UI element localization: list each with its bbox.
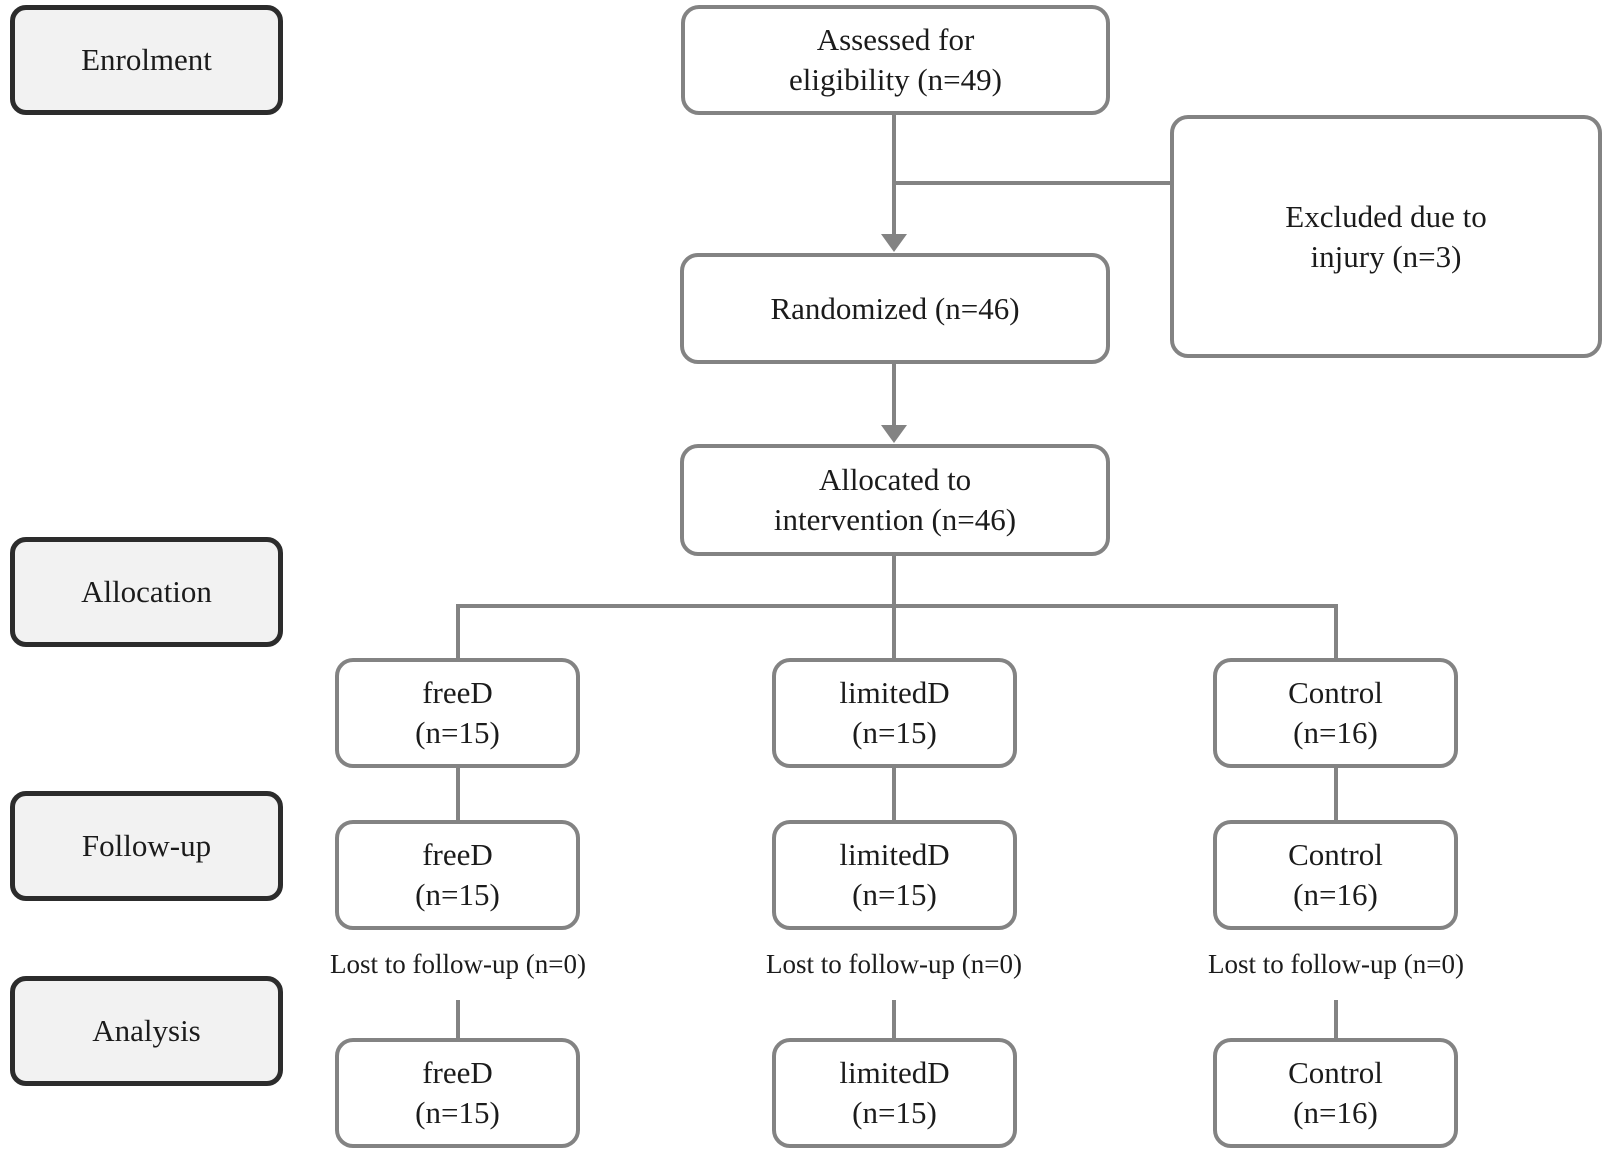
- control-followup-line1: Control: [1288, 837, 1383, 873]
- limitedd-analysis-line1: limitedD: [839, 1055, 950, 1091]
- control-lost-to-followup-text: Lost to follow-up (n=0): [1208, 949, 1464, 979]
- control-followup-box: Control (n=16): [1213, 820, 1458, 930]
- control-followup-line2: (n=16): [1293, 877, 1378, 912]
- freed-followup-line1: freeD: [422, 837, 493, 873]
- randomized-box: Randomized (n=46): [680, 253, 1110, 364]
- limitedd-allocation-line1: limitedD: [839, 675, 950, 711]
- assessed-line2: eligibility (n=49): [789, 62, 1002, 97]
- stage-label-analysis: Analysis: [10, 976, 283, 1086]
- branch-drop-control: [1334, 606, 1338, 658]
- freed-followup-box: freeD (n=15): [335, 820, 580, 930]
- control-analysis-line2: (n=16): [1293, 1095, 1378, 1130]
- control-analysis-line1: Control: [1288, 1055, 1383, 1091]
- connector-randomized-to-allocated: [892, 364, 896, 426]
- freed-allocation-line1: freeD: [422, 675, 493, 711]
- connector-to-excluded: [894, 181, 1170, 185]
- connector-limitedd-analysis: [892, 1000, 896, 1038]
- connector-control-followup: [1334, 768, 1338, 820]
- excluded-box: Excluded due to injury (n=3): [1170, 115, 1602, 358]
- freed-analysis-line2: (n=15): [415, 1095, 500, 1130]
- freed-analysis-box: freeD (n=15): [335, 1038, 580, 1148]
- freed-allocation-line2: (n=15): [415, 715, 500, 750]
- stage-label-allocation: Allocation: [10, 537, 283, 647]
- arrowhead-randomized-icon: [881, 234, 907, 252]
- connector-freed-analysis: [456, 1000, 460, 1038]
- connector-limitedd-followup: [892, 768, 896, 820]
- limitedd-analysis-box: limitedD (n=15): [772, 1038, 1017, 1148]
- excluded-line1: Excluded due to: [1285, 198, 1487, 234]
- allocated-box: Allocated to intervention (n=46): [680, 444, 1110, 556]
- arrowhead-allocated-icon: [881, 425, 907, 443]
- limitedd-followup-line2: (n=15): [852, 877, 937, 912]
- connector-control-analysis: [1334, 1000, 1338, 1038]
- limitedd-allocation-box: limitedD (n=15): [772, 658, 1017, 768]
- control-allocation-line2: (n=16): [1293, 715, 1378, 750]
- connector-assessed-to-randomized: [892, 115, 896, 237]
- limitedd-followup-line1: limitedD: [839, 837, 950, 873]
- allocated-line2: intervention (n=46): [773, 502, 1017, 537]
- control-allocation-box: Control (n=16): [1213, 658, 1458, 768]
- limitedd-lost-to-followup-text: Lost to follow-up (n=0): [766, 949, 1022, 979]
- branch-drop-freed: [456, 606, 460, 658]
- limitedd-followup-box: limitedD (n=15): [772, 820, 1017, 930]
- freed-followup-line2: (n=15): [415, 877, 500, 912]
- excluded-line2: injury (n=3): [1310, 238, 1462, 274]
- control-analysis-box: Control (n=16): [1213, 1038, 1458, 1148]
- assessed-eligibility-box: Assessed for eligibility (n=49): [681, 5, 1110, 115]
- freed-analysis-line1: freeD: [422, 1055, 493, 1091]
- freed-lost-to-followup-text: Lost to follow-up (n=0): [330, 949, 586, 979]
- connector-freed-followup: [456, 768, 460, 820]
- assessed-line1: Assessed for: [816, 22, 975, 58]
- stage-label-enrolment: Enrolment: [10, 5, 283, 115]
- control-allocation-line1: Control: [1288, 675, 1383, 711]
- randomized-line1: Randomized (n=46): [770, 290, 1020, 326]
- stage-label-follow-up: Follow-up: [10, 791, 283, 901]
- branch-line: [456, 604, 1338, 608]
- limitedd-allocation-line2: (n=15): [852, 715, 937, 750]
- limitedd-analysis-line2: (n=15): [852, 1095, 937, 1130]
- freed-allocation-box: freeD (n=15): [335, 658, 580, 768]
- allocated-line1: Allocated to: [818, 462, 972, 498]
